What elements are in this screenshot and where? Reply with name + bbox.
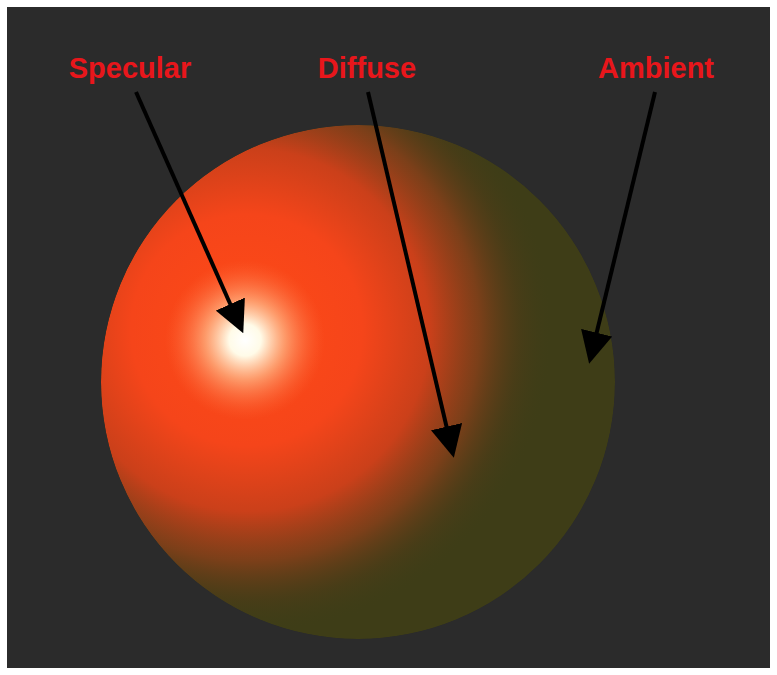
leader-arrow (136, 92, 240, 326)
callout-label: Specular (69, 54, 192, 83)
diffuse-region (101, 125, 615, 639)
leader-arrow (368, 92, 452, 450)
leader-arrow (591, 92, 655, 356)
sphere (101, 125, 615, 639)
callout-label: Ambient (598, 54, 714, 83)
callout-label: Diffuse (318, 54, 416, 83)
ambient-region (101, 125, 615, 639)
specular-highlight (165, 260, 325, 420)
background-panel (7, 7, 770, 668)
